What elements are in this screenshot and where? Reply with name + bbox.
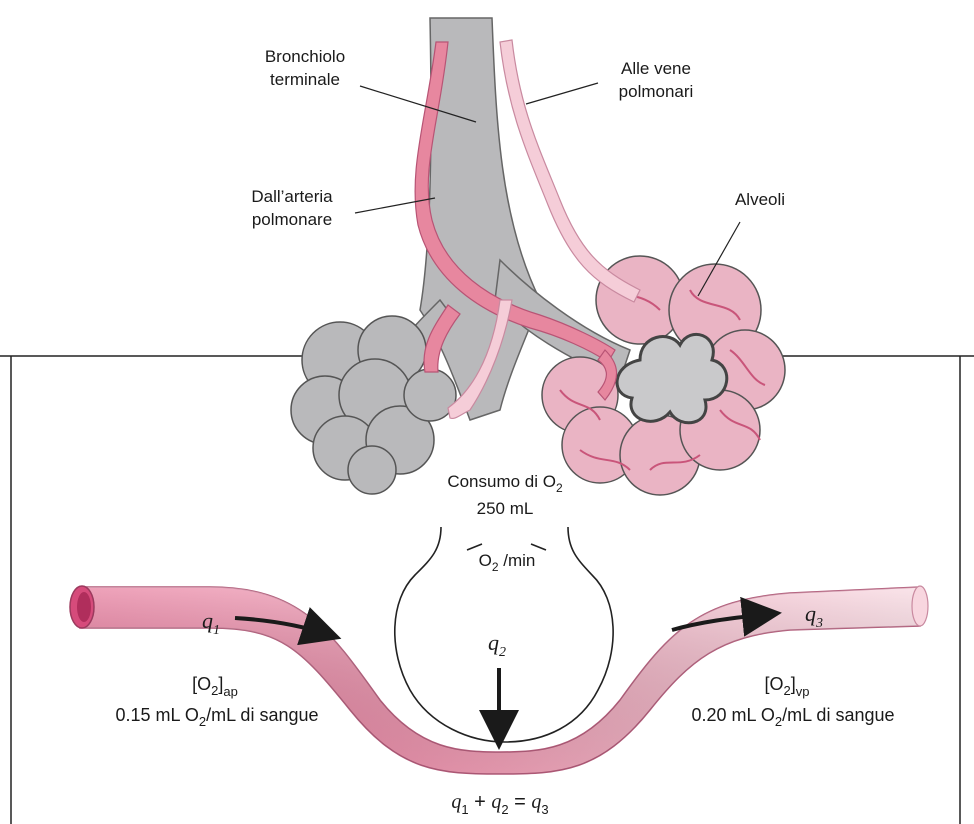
mass-balance-equation: q1 + q2 = q3 <box>451 791 548 817</box>
right-alveolar-cluster <box>542 256 785 495</box>
consumption-line1: Consumo di O2 <box>447 472 563 495</box>
label-artery-line2: polmonare <box>252 210 332 229</box>
arterial-concentration-value: 0.15 mL O2/mL di sangue <box>115 705 318 729</box>
label-veins-line1: Alle vene <box>621 59 691 78</box>
label-bronchiole-line1: Bronchiolo <box>265 47 345 66</box>
label-bronchiole-line2: terminale <box>270 70 340 89</box>
label-alveoli: Alveoli <box>735 190 785 209</box>
label-artery-line1: Dall’arteria <box>251 187 333 206</box>
label-veins-line2: polmonari <box>619 82 694 101</box>
arterial-concentration-label: [O2]ap <box>192 674 238 699</box>
flow-q2-label: q2 <box>488 630 506 660</box>
consumption-line2: 250 mL <box>477 499 534 518</box>
consumption-line3: O2 /min <box>479 551 536 574</box>
venous-concentration-value: 0.20 mL O2/mL di sangue <box>691 705 894 729</box>
venous-concentration-label: [O2]vp <box>765 674 810 699</box>
